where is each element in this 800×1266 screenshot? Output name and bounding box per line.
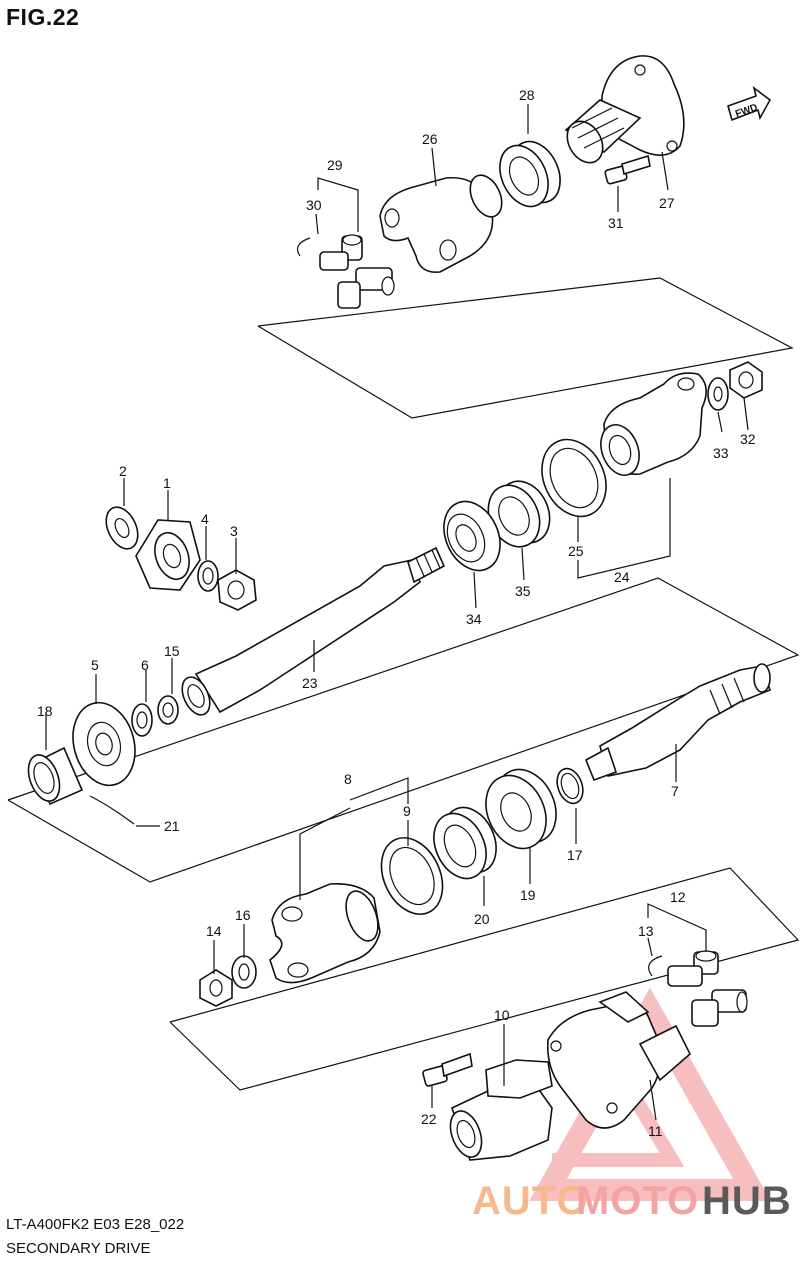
- part-28-oil-seal: [499, 140, 561, 208]
- callout-part-32: 32: [740, 431, 756, 447]
- part-10-flange-shaft: [449, 1059, 553, 1161]
- part-17-snap-ring: [556, 767, 584, 805]
- part-7-drive-shaft: [584, 663, 771, 782]
- part-15-washer: [157, 695, 179, 725]
- part-22-bolt: [422, 1052, 473, 1087]
- callout-part-2: 2: [119, 463, 127, 479]
- part-12-spider-kit: [667, 950, 748, 1027]
- callout-part-22: 22: [421, 1111, 437, 1127]
- callout-part-29: 29: [327, 157, 343, 173]
- callout-part-3: 3: [230, 523, 238, 539]
- callout-part-14: 14: [206, 923, 222, 939]
- callout-numbers: 1 2 3 4 5 6 7 8 9 10 11 12 13 14 15 16 1…: [37, 87, 756, 1139]
- fwd-arrow-icon: FWD: [727, 86, 772, 122]
- part-25-dust-seal: [541, 438, 607, 518]
- callout-part-21: 21: [164, 818, 180, 834]
- callout-part-10: 10: [494, 1007, 510, 1023]
- part-19-bearing: [485, 768, 557, 850]
- callout-part-9: 9: [403, 803, 411, 819]
- callout-part-12: 12: [670, 889, 686, 905]
- callout-part-17: 17: [567, 847, 583, 863]
- part-21-circlip: [89, 795, 135, 825]
- part-32-nut: [729, 361, 763, 399]
- part-30-circlip: [297, 237, 311, 257]
- callout-part-11: 11: [648, 1123, 663, 1139]
- part-3-nut: [217, 569, 257, 611]
- callout-part-13: 13: [638, 923, 654, 939]
- callout-part-1: 1: [163, 475, 171, 491]
- watermark-moto: MOTO: [576, 1179, 699, 1223]
- callout-part-34: 34: [466, 611, 482, 627]
- callout-part-27: 27: [659, 195, 675, 211]
- callout-part-19: 19: [520, 887, 536, 903]
- callout-part-15: 15: [164, 643, 180, 659]
- part-29-spider-kit: [319, 234, 395, 309]
- part-14-nut: [199, 969, 233, 1007]
- part-20-oil-seal: [433, 806, 497, 880]
- callout-part-26: 26: [422, 131, 438, 147]
- part-6-washer: [131, 703, 153, 737]
- callout-part-7: 7: [671, 783, 679, 799]
- callout-part-18: 18: [37, 703, 53, 719]
- callout-part-31: 31: [608, 215, 624, 231]
- part-13-circlip: [648, 955, 663, 977]
- callout-part-24: 24: [614, 569, 630, 585]
- part-18-needle-bearing: [27, 746, 84, 806]
- callout-part-16: 16: [235, 907, 251, 923]
- part-31-bolt: [604, 154, 651, 185]
- part-2-shim-washer: [105, 506, 139, 550]
- assembly-frame-lines: [7, 277, 800, 1091]
- part-33-washer: [707, 377, 729, 411]
- part-1-bevel-gear: [135, 519, 201, 591]
- watermark-wordmark: AUTO MOTO HUB: [472, 1179, 792, 1223]
- callout-part-25: 25: [568, 543, 584, 559]
- part-34-ball-bearing: [443, 500, 501, 572]
- figure-title: FIG.22: [6, 4, 80, 30]
- callout-leader-lines: [45, 104, 749, 1121]
- part-5-driven-gear: [72, 701, 136, 787]
- part-4-washer: [197, 560, 219, 592]
- part-27-output-flange: [564, 55, 685, 164]
- part-9-dust-seal: [380, 837, 444, 915]
- callout-part-23: 23: [302, 675, 318, 691]
- diagram-code: LT-A400FK2 E03 E28_022: [6, 1216, 185, 1233]
- callout-part-6: 6: [141, 657, 149, 673]
- callout-part-20: 20: [474, 911, 490, 927]
- part-35-oil-seal: [487, 480, 551, 548]
- callout-part-4: 4: [201, 511, 209, 527]
- callout-part-30: 30: [306, 197, 322, 213]
- callout-part-8: 8: [344, 771, 352, 787]
- callout-part-5: 5: [91, 657, 99, 673]
- watermark-auto: AUTO: [472, 1179, 589, 1223]
- part-11-flange-yoke: [546, 991, 691, 1129]
- callout-part-33: 33: [713, 445, 729, 461]
- part-23-propeller-shaft: [181, 546, 446, 716]
- part-24-universal-joint-yoke: [600, 372, 707, 476]
- part-26-universal-yoke: [379, 174, 503, 273]
- part-16-washer: [231, 955, 257, 989]
- diagram-caption: SECONDARY DRIVE: [6, 1240, 151, 1257]
- callout-part-28: 28: [519, 87, 535, 103]
- watermark-hub: HUB: [702, 1179, 792, 1223]
- part-8-universal-yoke: [269, 882, 381, 984]
- callout-part-35: 35: [515, 583, 531, 599]
